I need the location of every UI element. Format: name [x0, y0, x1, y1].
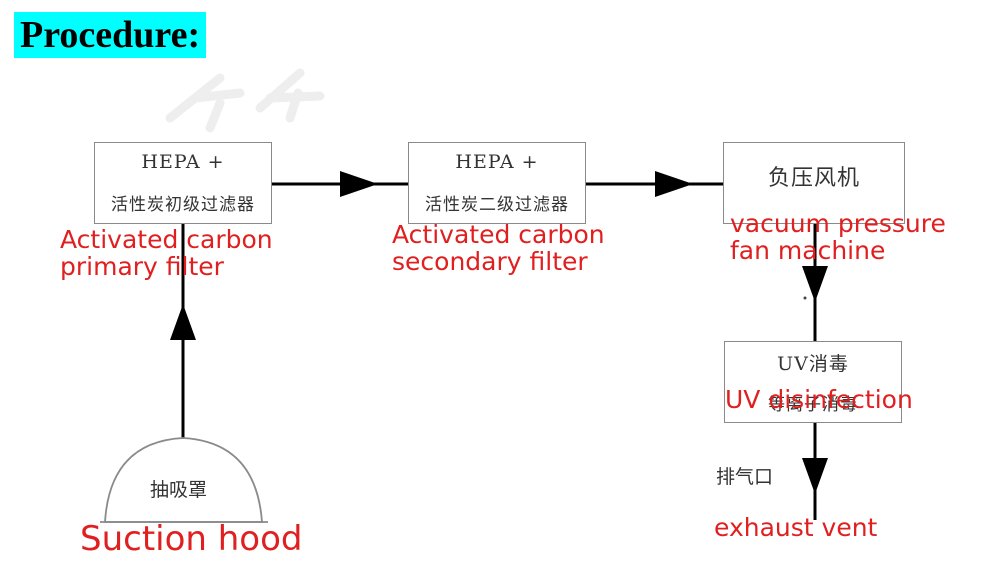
- primary-filter-caption-line1: Activated carbon: [60, 225, 273, 254]
- primary-filter-line1: HEPA +: [141, 151, 225, 174]
- page-heading: Procedure:: [14, 12, 207, 58]
- primary-filter-box: HEPA + 活性炭初级过滤器: [94, 142, 272, 224]
- hood-label: 抽吸罩: [150, 479, 208, 501]
- secondary-filter-line1: HEPA +: [455, 151, 539, 174]
- exhaust-label: 排气口: [716, 466, 774, 488]
- arrowhead-fan-uv: [802, 266, 828, 302]
- suction-hood-caption: Suction hood: [80, 519, 303, 559]
- primary-filter-line2: 活性炭初级过滤器: [111, 194, 255, 215]
- uv-caption: UV disinfection: [725, 385, 913, 414]
- uv-box: UV消毒 等离子消毒: [724, 341, 902, 423]
- primary-filter-caption-line2: primary filter: [60, 252, 224, 281]
- secondary-filter-caption-line2: secondary filter: [392, 247, 588, 276]
- arrowhead-hood-primary: [170, 304, 196, 340]
- secondary-filter-caption: Activated carbon secondary filter: [392, 221, 605, 275]
- secondary-filter-box: HEPA + 活性炭二级过滤器: [408, 142, 586, 224]
- uv-line1: UV消毒: [777, 353, 849, 375]
- arrowhead-primary-secondary: [340, 171, 378, 197]
- fan-caption-line2: fan machine: [730, 236, 886, 265]
- secondary-filter-line2: 活性炭二级过滤器: [425, 194, 569, 215]
- exhaust-caption: exhaust vent: [714, 513, 878, 542]
- uv-line2: 等离子消毒: [768, 395, 858, 415]
- arrowhead-uv-exhaust: [802, 458, 828, 494]
- watermark: [165, 68, 325, 133]
- suction-hood-shape: [104, 437, 263, 523]
- secondary-filter-caption-line1: Activated carbon: [392, 220, 605, 249]
- stray-dot: [803, 296, 807, 300]
- arrowhead-secondary-fan: [655, 171, 693, 197]
- primary-filter-caption: Activated carbon primary filter: [60, 226, 273, 280]
- fan-line1: 负压风机: [767, 166, 860, 191]
- fan-box: 负压风机: [723, 142, 905, 224]
- fan-caption: vacuum pressure fan machine: [730, 210, 946, 264]
- fan-caption-line1: vacuum pressure: [730, 209, 946, 238]
